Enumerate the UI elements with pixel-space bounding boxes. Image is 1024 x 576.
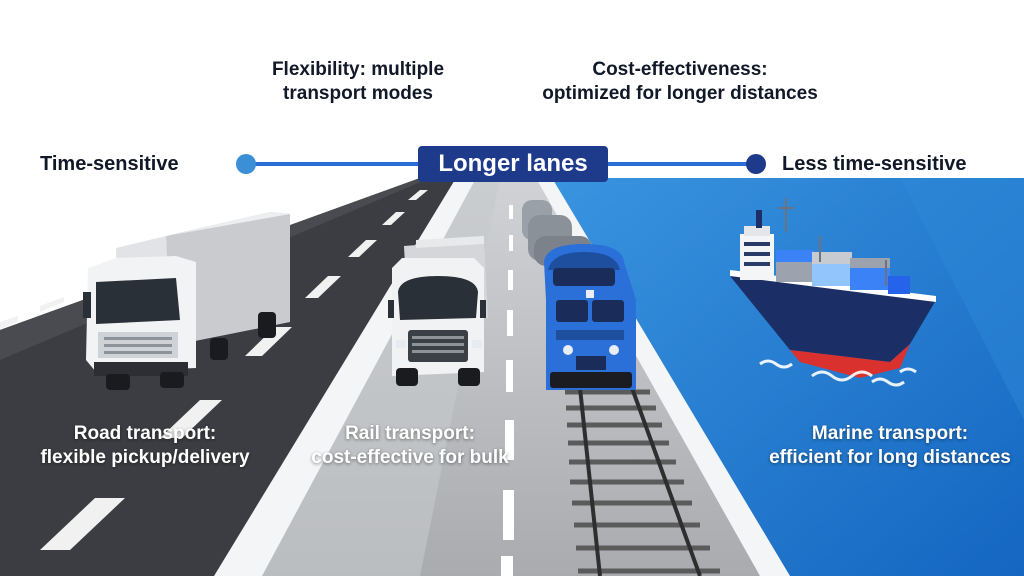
axis-dot-right: [746, 154, 766, 174]
road-lane: [0, 178, 456, 576]
cost-effectiveness-label: Cost-effectiveness: optimized for longer…: [542, 59, 818, 104]
rail-transport-label: Rail transport: cost-effective for bulk: [311, 423, 509, 468]
box-truck: [83, 212, 290, 390]
axis-right-label: Less time-sensitive: [782, 153, 967, 175]
marine-transport-label: Marine transport: efficient for long dis…: [769, 423, 1011, 468]
cargo-ship: [730, 198, 936, 387]
semi-truck: [388, 236, 488, 386]
railway-track: [565, 387, 720, 576]
road-transport-label: Road transport: flexible pickup/delivery: [40, 423, 250, 468]
axis-dot-left: [236, 154, 256, 174]
rail-lane-dashes: [501, 205, 514, 576]
train: [522, 200, 636, 390]
axis-left-label: Time-sensitive: [40, 153, 179, 175]
road-lane-markings: [0, 190, 428, 550]
axis-center-title: Longer lanes: [418, 146, 608, 182]
flexibility-label: Flexibility: multiple transport modes: [271, 59, 445, 104]
